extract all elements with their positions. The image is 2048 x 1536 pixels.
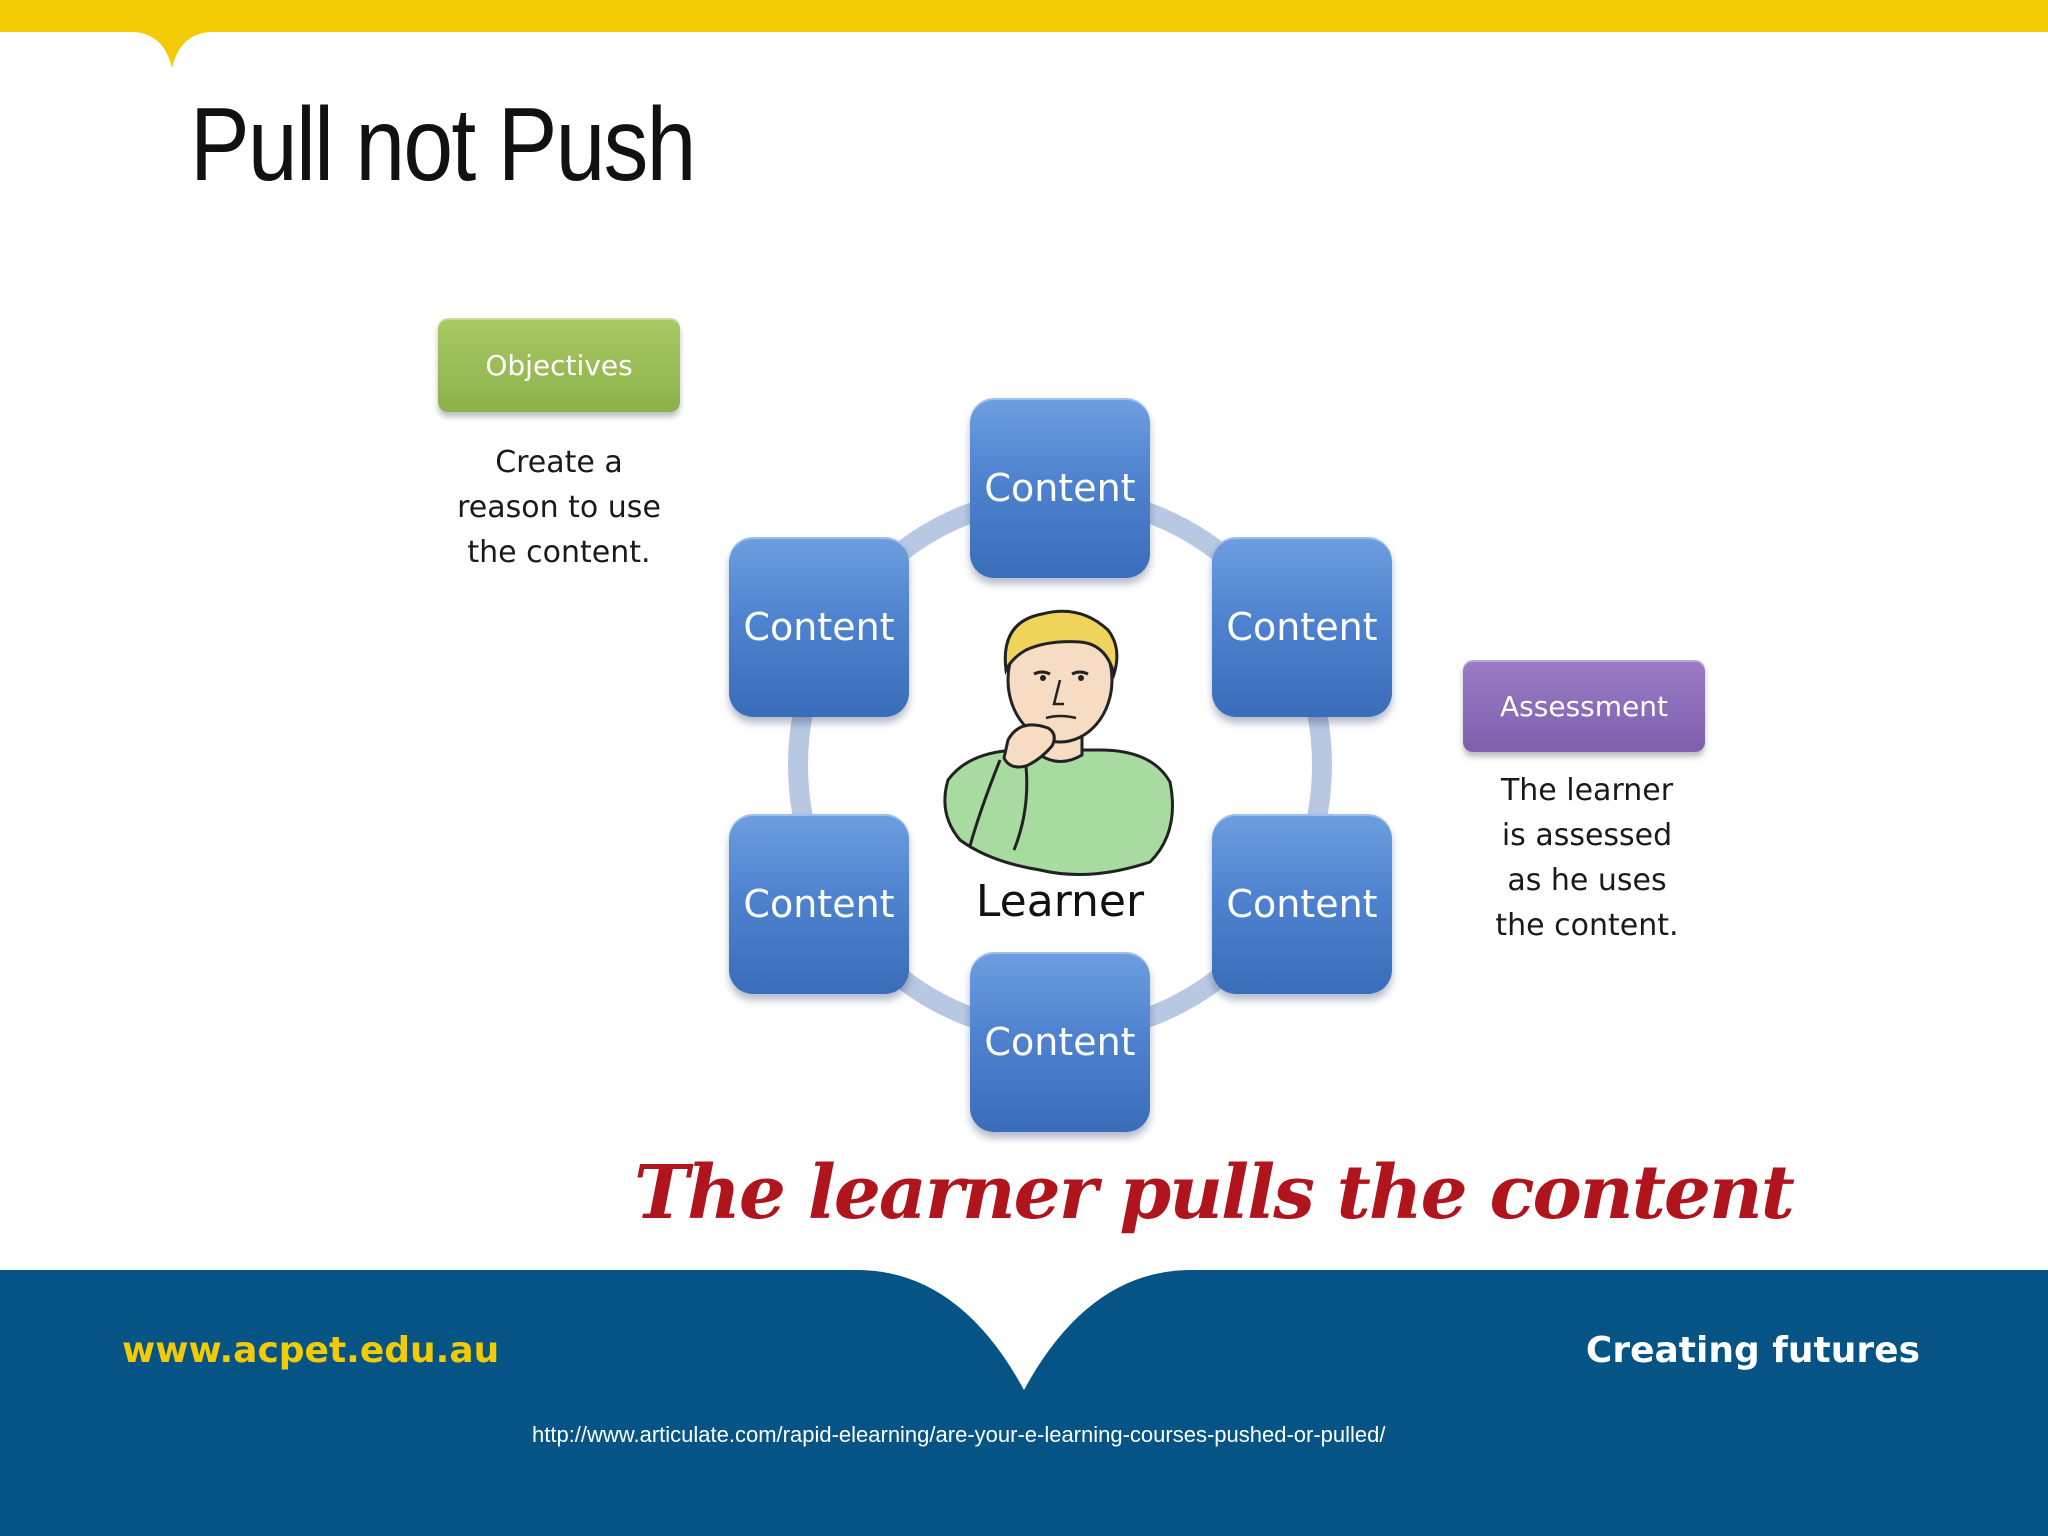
content-tile-bottom: Content [970,952,1150,1132]
content-tile-top: Content [970,398,1150,578]
objectives-note: Create a reason to use the content. [457,445,661,570]
assessment-note: The learner is assessed as he uses the c… [1495,773,1679,943]
footer-band [0,1270,2048,1536]
content-tile-upper-left: Content [729,537,909,717]
objectives-tag: Objectives [438,318,680,412]
content-tile-upper-right: Content [1212,537,1392,717]
slogan: The learner pulls the content [634,1150,1795,1236]
tagline: Creating futures [1585,1330,1920,1371]
source-url[interactable]: http://www.articulate.com/rapid-elearnin… [532,1422,1386,1447]
learner-illustration [943,609,1174,876]
learner-label: Learner [975,876,1145,927]
content-tile-lower-right: Content [1212,814,1392,994]
content-tile-lower-left: Content [729,814,909,994]
slide-title: Pull not Push [190,87,696,203]
assessment-tag: Assessment [1463,660,1705,752]
website-link[interactable]: www.acpet.edu.au [122,1330,500,1371]
top-yellow-band [0,0,2048,68]
